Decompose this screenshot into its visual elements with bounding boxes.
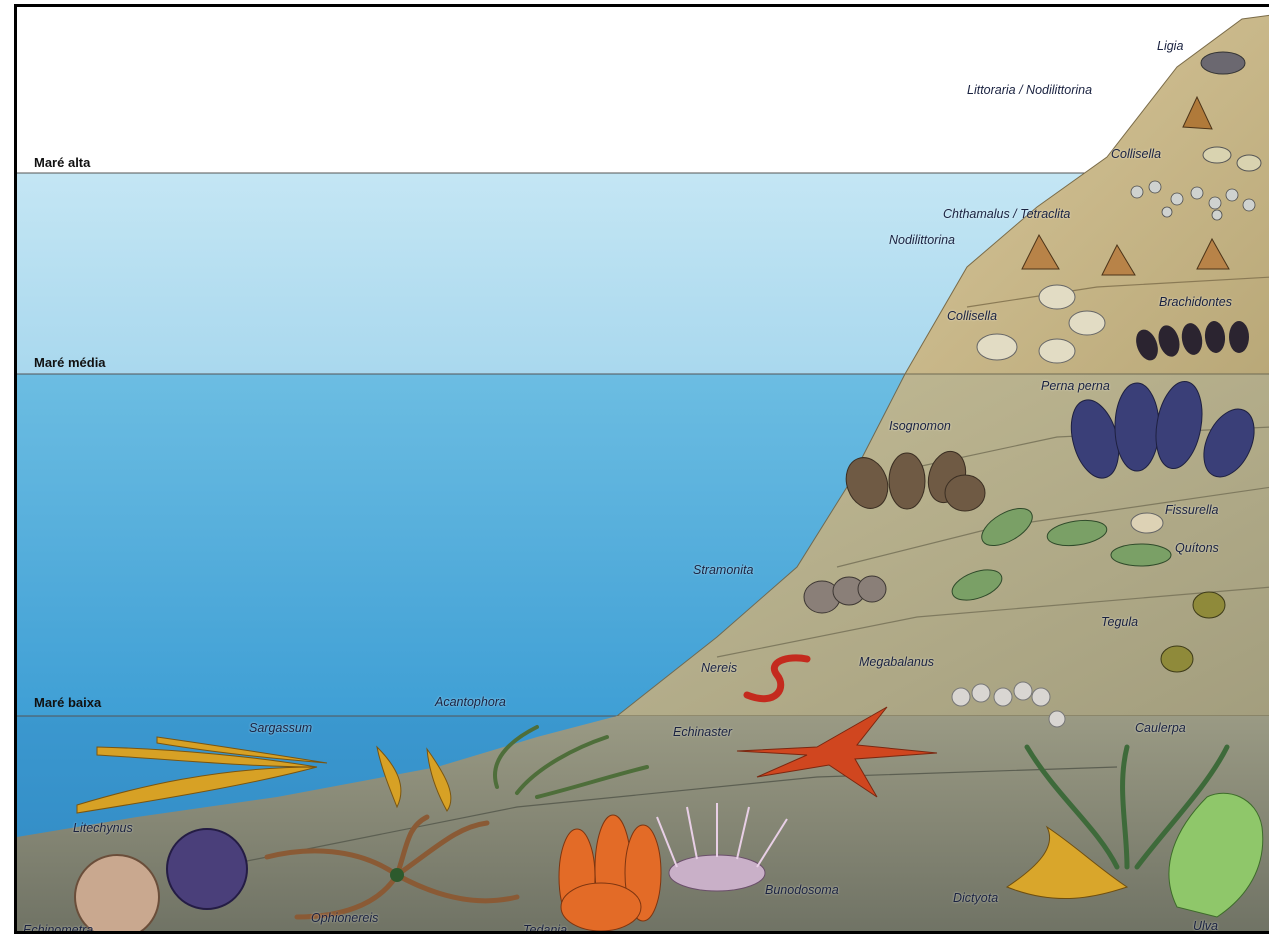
label-brachidontes: Brachidontes <box>1159 295 1232 309</box>
label-collisella-top: Collisella <box>1111 147 1161 161</box>
label-tedania: Tedania <box>523 923 567 934</box>
label-echinometra: Echinometra <box>23 923 93 934</box>
label-caulerpa: Caulerpa <box>1135 721 1186 735</box>
label-acantophora: Acantophora <box>435 695 506 709</box>
bunodosoma-figure <box>669 855 765 891</box>
label-ulva: Ulva <box>1193 919 1218 933</box>
label-echinaster: Echinaster <box>673 725 732 739</box>
label-litechynus: Litechynus <box>73 821 133 835</box>
label-dictyota: Dictyota <box>953 891 998 905</box>
intertidal-zonation-diagram: Maré alta Maré média Maré baixa Ligia Li… <box>14 4 1269 934</box>
litechynus-figure <box>167 829 247 909</box>
label-bunodosoma: Bunodosoma <box>765 883 839 897</box>
label-ophionereis: Ophionereis <box>311 911 378 925</box>
label-megabalanus: Megabalanus <box>859 655 934 669</box>
mid-tide-label: Maré média <box>34 355 106 370</box>
label-nereis: Nereis <box>701 661 737 675</box>
scene-illustration <box>17 7 1269 934</box>
label-stramonita: Stramonita <box>693 563 753 577</box>
label-collisella-mid: Collisella <box>947 309 997 323</box>
label-isognomon: Isognomon <box>889 419 951 433</box>
label-tegula: Tegula <box>1101 615 1138 629</box>
label-quitons: Quítons <box>1175 541 1219 555</box>
label-fissurella: Fissurella <box>1165 503 1219 517</box>
fissurella-figure <box>1131 513 1163 533</box>
tedania-figure <box>559 815 661 931</box>
label-nodilittorina: Nodilittorina <box>889 233 955 247</box>
label-perna: Perna perna <box>1041 379 1110 393</box>
high-tide-label: Maré alta <box>34 155 90 170</box>
low-tide-label: Maré baixa <box>34 695 101 710</box>
label-ligia: Ligia <box>1157 39 1183 53</box>
label-sargassum: Sargassum <box>249 721 312 735</box>
ligia-figure <box>1201 52 1245 74</box>
label-chthamalus: Chthamalus / Tetraclita <box>943 207 1070 221</box>
label-littoraria: Littoraria / Nodilittorina <box>967 83 1092 97</box>
